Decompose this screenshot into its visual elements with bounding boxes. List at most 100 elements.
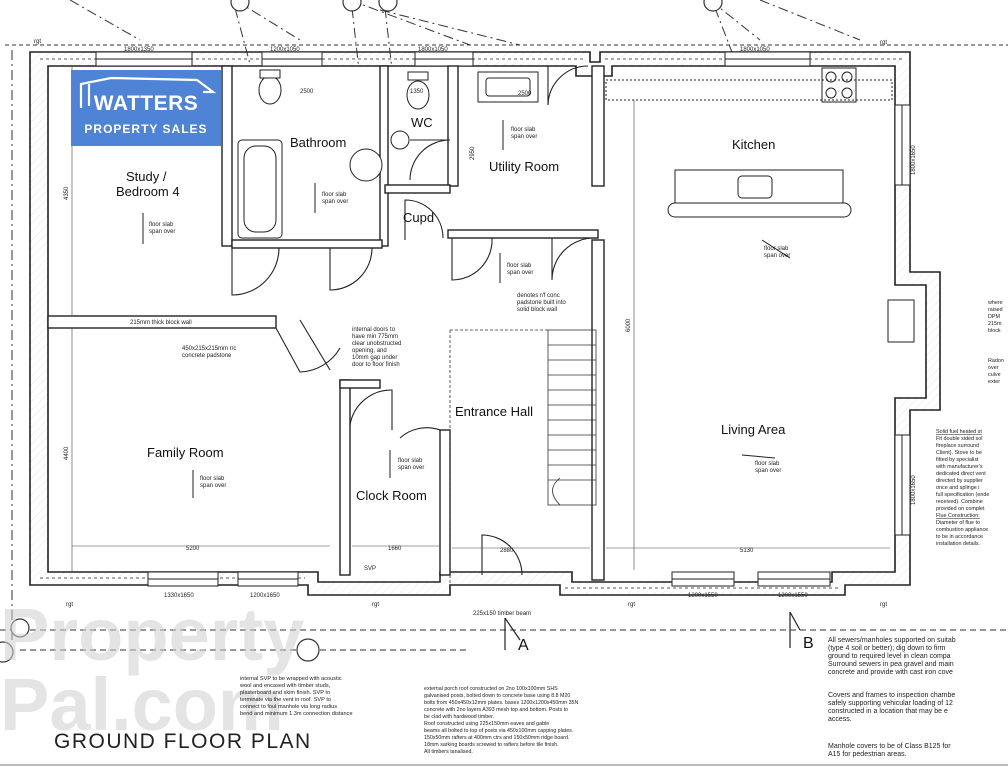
fuel-note-line: combustion appliance <box>936 527 988 533</box>
logo-name: WATTERS <box>93 92 199 115</box>
side-note-line: 215m <box>988 321 1002 327</box>
dim-label: 5200 <box>186 546 200 552</box>
drawing-title: GROUND FLOOR PLAN <box>54 730 312 753</box>
room-bathroom: Bathroom <box>290 135 346 150</box>
porch-note-line: 150x50mm rafters at 400mm ctrs and 150x5… <box>424 735 569 741</box>
dim-label: 6000 <box>626 318 632 332</box>
svp-note-line: plasterboard and skim finish. SVP to <box>240 690 330 696</box>
svp-note-line: wool and encased with timber studs, <box>239 683 331 689</box>
sewer-note-line: (type 4 soil or better); dig down to fir… <box>828 645 946 652</box>
porch-note-line: Roof constructed using 225x150mm eaves a… <box>424 721 549 727</box>
porch-note-line: external porch roof constructed on 2no 1… <box>424 686 558 692</box>
rgt-label: rgt <box>628 602 635 608</box>
svp-note-line: bend and minimum 1.3m connection distanc… <box>240 711 353 717</box>
watermark: Property Pal.com <box>0 593 304 746</box>
porch-notes: external porch roof constructed on 2no 1… <box>424 686 578 755</box>
dim-label: 4400 <box>64 446 70 460</box>
porch-note-line: bolts from 450x450x12mm plates. bases 12… <box>424 700 578 706</box>
sewer-note-line: access. <box>828 716 852 723</box>
dim-label: 2500 <box>300 89 314 95</box>
dim-label: 5130 <box>740 548 754 554</box>
page-bottom-rule <box>0 764 1008 766</box>
dim-label: 1800x1650 <box>911 145 917 175</box>
fuel-note-line: Flue Construction: <box>936 513 980 519</box>
svp-note-line: terminate via the vent in roof. SVP to <box>240 697 331 703</box>
sewer-note-line: constructed in a location that may be e <box>828 708 948 715</box>
dim-label: 1200x1650 <box>250 593 280 599</box>
slab-arrows <box>142 120 791 498</box>
fuel-note-line: provided on complet <box>936 506 985 512</box>
dim-label: 1800x1350 <box>124 47 154 53</box>
slab-note: span over <box>507 270 533 276</box>
door-note: door to floor finish <box>352 362 400 368</box>
fuel-note-line: once and splinge i <box>936 485 979 491</box>
dim-label: 1350 <box>410 89 424 95</box>
timber-beam-label: 225x150 timber beam <box>473 611 531 617</box>
side-notes: where raised DPM 215m block Radon over c… <box>987 300 1004 385</box>
porch-note-line: be clad with hardwood timber. <box>424 714 494 720</box>
rgt-label: rgt <box>880 602 887 608</box>
section-letters: A B <box>518 635 814 654</box>
slab-note: floor slab <box>507 263 532 269</box>
fuel-note-line: installation details. <box>936 541 980 547</box>
fuel-note-line: Solid fuel heated st <box>936 429 982 435</box>
sewer-note-line: safely supporting vehicular loading of 1… <box>828 700 953 707</box>
slab-note: floor slab <box>149 222 174 228</box>
room-study-2: Bedroom 4 <box>116 184 180 199</box>
room-cloak: Clock Room <box>356 488 427 503</box>
internal-walls <box>47 65 605 581</box>
slab-note: span over <box>149 229 175 235</box>
room-entrance-hall: Entrance Hall <box>455 404 533 419</box>
dim-label: 2500 <box>518 91 532 97</box>
sewer-note-line: ground to required level in clean compa <box>828 653 951 660</box>
door-note: have min 775mm <box>352 334 398 340</box>
solid-fuel-notes: Solid fuel heated st Fit double sided so… <box>935 429 989 547</box>
section-a-label: A <box>518 637 529 654</box>
slab-note: span over <box>200 483 226 489</box>
fuel-note-line: with manufacturer's <box>935 464 983 470</box>
slab-note: floor slab <box>398 458 423 464</box>
staircase <box>449 329 597 585</box>
dim-label: 1200x1550 <box>688 593 718 599</box>
svp-note-line: connect to foul manhole via long radius <box>240 704 337 710</box>
slab-note: span over <box>755 468 781 474</box>
slab-note: floor slab <box>200 476 225 482</box>
rgt-label: rgt <box>372 602 379 608</box>
porch-note-line: galvanised posts, bolted down to concret… <box>424 693 570 699</box>
dim-label: 1800x1650 <box>911 475 917 505</box>
fuel-note-line: to be in accordance <box>936 534 983 540</box>
fuel-note-line: full specification (ende <box>936 492 989 498</box>
sewer-note-line: Manhole covers to be of Class B125 for <box>828 743 951 750</box>
rgt-label: rgt <box>66 602 73 608</box>
dim-label: 2950 <box>470 146 476 160</box>
dim-label: 1200x1550 <box>778 593 808 599</box>
dim-label: 4350 <box>64 186 70 200</box>
fuel-note-line: dedicated direct vent <box>936 471 986 477</box>
door-note: clear unobstructed <box>352 341 401 347</box>
dim-label: 1800x1050 <box>740 47 770 53</box>
padstone-note: solid block wall <box>517 307 557 313</box>
sewer-notes: All sewers/manholes supported on suitab … <box>828 637 956 758</box>
side-note-line: over <box>988 365 999 371</box>
fuel-note-line: Client). Stove to be <box>936 450 982 456</box>
room-kitchen: Kitchen <box>732 137 775 152</box>
fuel-note-line: Fit double sided sol <box>936 436 982 442</box>
fuel-note-line: received). Combine <box>936 499 983 505</box>
slab-note: span over <box>398 465 424 471</box>
sewer-note-line: Surround sewers in pea gravel and main <box>828 661 954 668</box>
grid-bubbles <box>0 0 723 663</box>
slab-note: floor slab <box>511 127 536 133</box>
side-note-line: raised <box>988 307 1003 313</box>
porch-note-line: beams all bolted to top of posts via 450… <box>424 728 573 734</box>
windows <box>95 51 911 587</box>
slab-notes: floor slab span over floor slab span ove… <box>34 39 887 617</box>
sewer-note-line: A15 for pedestrian areas. <box>828 751 907 758</box>
svp-label: SVP <box>364 566 376 572</box>
dimension-labels: 1800x1350 1200x1050 1800x1050 1800x1050 … <box>64 47 917 599</box>
padstone-note: padstone built into <box>517 300 566 306</box>
side-note-line: DPM <box>988 314 1000 320</box>
padstone-note: concrete padstone <box>182 353 232 359</box>
padstone-note: denotes r/f conc <box>517 293 560 299</box>
door-swings <box>231 65 595 576</box>
